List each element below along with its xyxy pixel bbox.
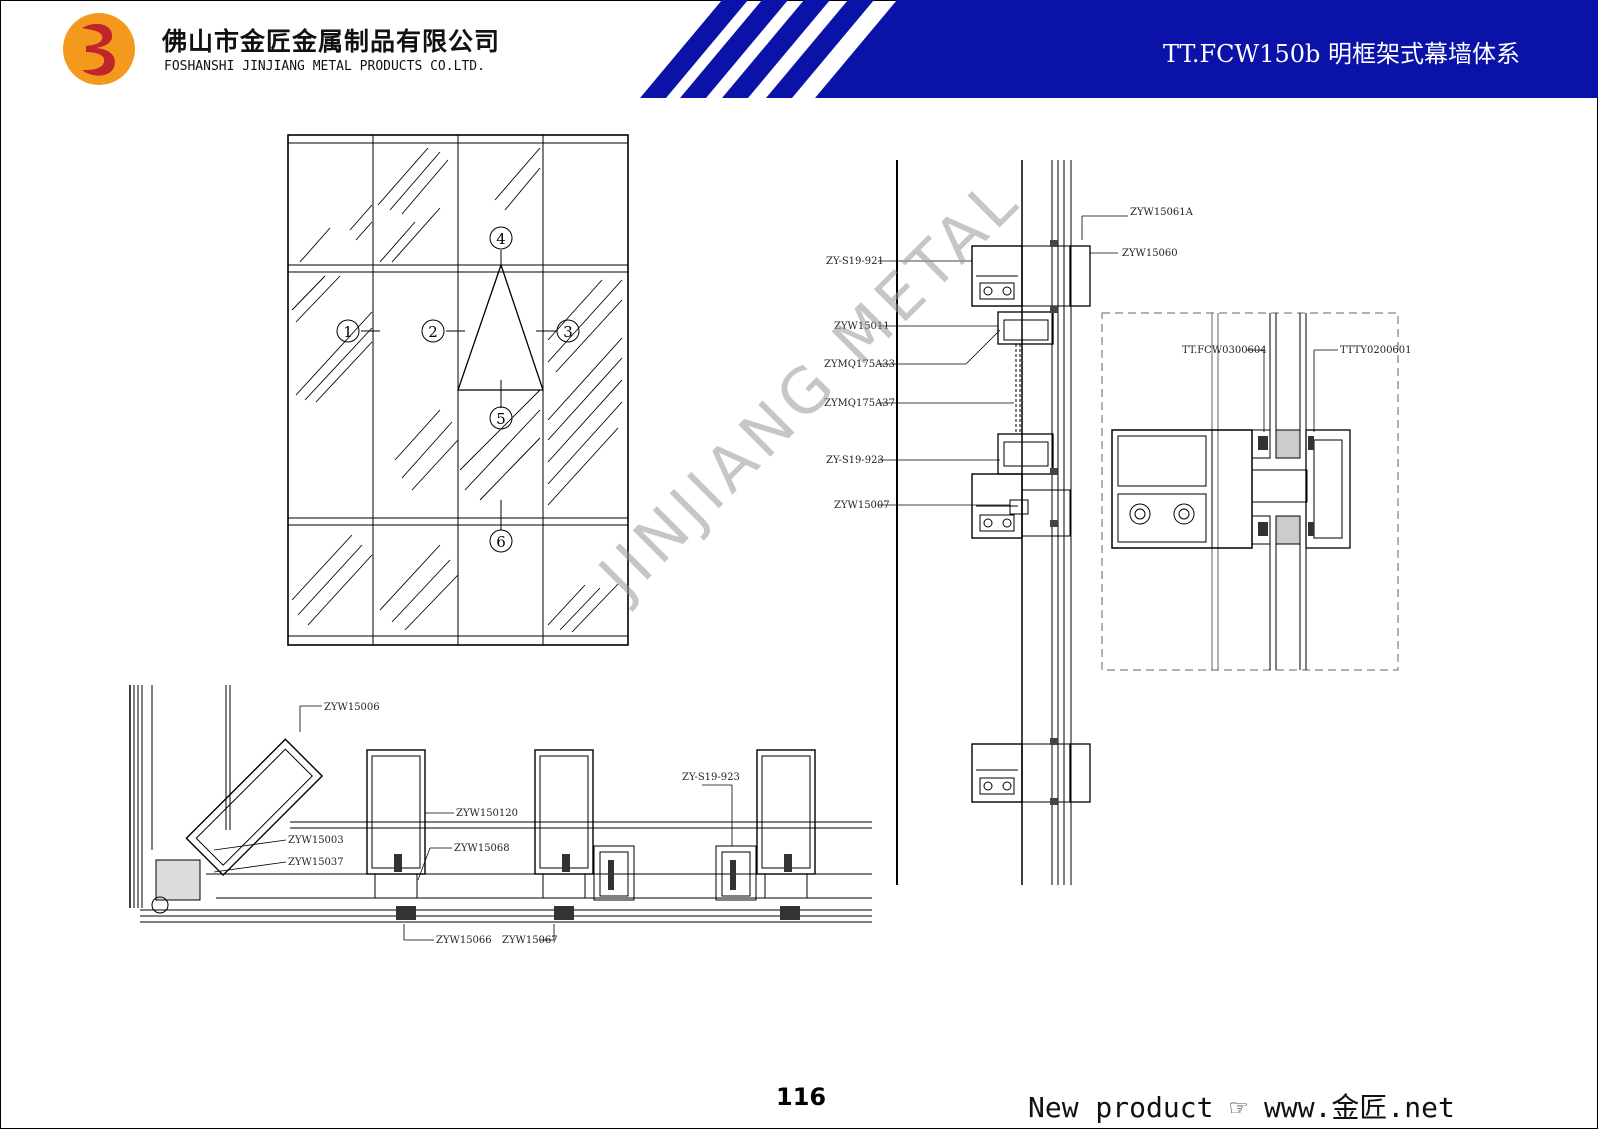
website-link[interactable]: New product ☞ www.金匠.net (1028, 1091, 1455, 1124)
label-zyw15006: ZYW15006 (324, 702, 380, 713)
elevation-markers (336, 226, 580, 553)
label-zyw15068: ZYW15068 (454, 843, 510, 854)
elevation-view: 4 1 2 3 5 6 (287, 134, 629, 646)
marker-3-label: 3 (563, 323, 573, 341)
label-ttty0200601: TTTY0200601 (1340, 345, 1412, 356)
marker-2 (421, 319, 445, 343)
label-zyw15066: ZYW15066 (436, 935, 492, 946)
company-name-en: FOSHANSHI JINJIANG METAL PRODUCTS CO.LTD… (164, 59, 485, 74)
marker-5-label: 5 (496, 410, 506, 428)
label-zyw15007: ZYW15007 (834, 500, 890, 511)
marker-1-label: 1 (343, 323, 353, 341)
page-header: 佛山市金匠金属制品有限公司 FOSHANSHI JINJIANG METAL P… (0, 0, 1600, 100)
label-zymq175a33: ZYMQ175A33 (824, 359, 895, 370)
marker-6-label: 6 (496, 533, 506, 551)
label-tt-fcw0300604: TT.FCW0300604 (1182, 345, 1267, 356)
marker-6 (489, 529, 513, 553)
glass-hatching (291, 147, 623, 633)
marker-2-label: 2 (428, 323, 438, 341)
label-zyw15067: ZYW15067 (502, 935, 558, 946)
label-zyw15061a: ZYW15061A (1130, 207, 1194, 218)
label-zymq175a37: ZYMQ175A37 (824, 398, 895, 409)
marker-4-label: 4 (496, 230, 506, 248)
label-zyw15011: ZYW15011 (834, 321, 890, 332)
vertical-section: ZYW15061A ZYW15060 ZY-S19-921 ZYW15011 Z… (824, 160, 1194, 885)
marker-1 (336, 319, 360, 343)
plan-section: ZYW15006 ZYW150120 ZYW15003 ZYW15037 ZYW… (129, 685, 872, 946)
page-number: 116 (776, 1083, 827, 1111)
label-zyw15060: ZYW15060 (1122, 248, 1178, 259)
marker-3 (556, 319, 580, 343)
header-banner (640, 0, 1598, 98)
label-zy-s19-921: ZY-S19-921 (826, 256, 884, 267)
label-zyw15003: ZYW15003 (288, 835, 344, 846)
company-name-cn: 佛山市金匠金属制品有限公司 (162, 27, 501, 56)
system-title: TT.FCW150b 明框架式幕墙体系 (1162, 40, 1520, 68)
marker-5 (489, 406, 513, 430)
company-logo-icon (63, 13, 135, 85)
marker-4 (489, 226, 513, 250)
enlarged-detail: TT.FCW0300604 TTTY0200601 (1101, 312, 1412, 671)
label-zy-s19-923-plan: ZY-S19-923 (682, 772, 740, 783)
label-zyw15037: ZYW15037 (288, 857, 344, 868)
label-zy-s19-923: ZY-S19-923 (826, 455, 884, 466)
label-zyw150120: ZYW150120 (456, 808, 518, 819)
